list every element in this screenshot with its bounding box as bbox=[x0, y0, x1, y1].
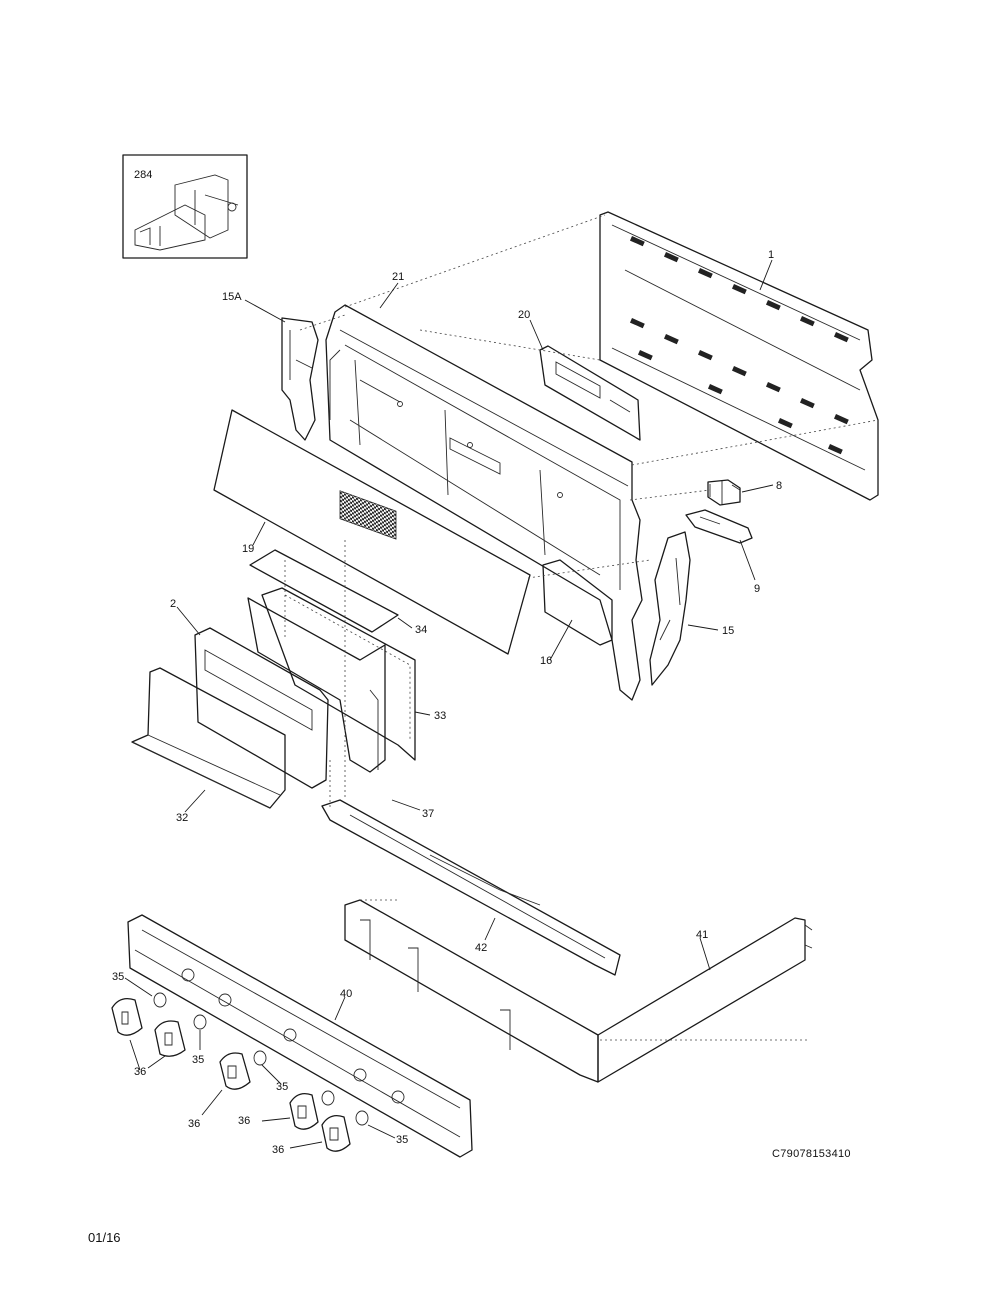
callout-2: 2 bbox=[170, 598, 176, 610]
knob-36-e bbox=[321, 1114, 351, 1152]
callout-35-b: 35 bbox=[192, 1054, 204, 1066]
part-1-rear-panel bbox=[599, 211, 879, 501]
part-15-right-endcap bbox=[649, 531, 691, 686]
callout-16: 16 bbox=[540, 655, 552, 667]
inset-part-284: 284 bbox=[122, 154, 248, 259]
callout-35-a: 35 bbox=[112, 971, 124, 983]
callout-15: 15 bbox=[722, 625, 734, 637]
callout-34: 34 bbox=[415, 624, 427, 636]
knob-36-b bbox=[154, 1020, 186, 1057]
callout-19: 19 bbox=[242, 543, 254, 555]
part-8-switch bbox=[707, 479, 741, 506]
part-9-bracket bbox=[685, 509, 753, 544]
part-21-backguard-frame bbox=[325, 304, 643, 701]
part-19-vent bbox=[339, 490, 397, 540]
page-date: 01/16 bbox=[88, 1230, 121, 1245]
part-40-manifold-panel bbox=[127, 914, 473, 1158]
knob-36-a bbox=[111, 997, 143, 1036]
callout-36-c: 36 bbox=[238, 1115, 250, 1127]
callout-1: 1 bbox=[768, 249, 774, 261]
callout-21: 21 bbox=[392, 271, 404, 283]
callout-40: 40 bbox=[340, 988, 352, 1000]
callout-9: 9 bbox=[754, 583, 760, 595]
callout-32: 32 bbox=[176, 812, 188, 824]
alignment-guides bbox=[284, 214, 879, 1041]
part-rail bbox=[344, 899, 599, 1083]
part-42-strip bbox=[321, 799, 621, 976]
callout-36-a: 36 bbox=[134, 1066, 146, 1078]
knob-36-d bbox=[289, 1092, 319, 1130]
leader-lines bbox=[124, 259, 774, 1149]
diagram-code: C79078153410 bbox=[772, 1148, 851, 1160]
callout-37: 37 bbox=[422, 808, 434, 820]
callout-35-c: 35 bbox=[276, 1081, 288, 1093]
callout-36-d: 36 bbox=[272, 1144, 284, 1156]
knob-36-c bbox=[219, 1052, 251, 1090]
callout-8: 8 bbox=[776, 480, 782, 492]
callout-42: 42 bbox=[475, 942, 487, 954]
callout-20: 20 bbox=[518, 309, 530, 321]
part-16-side-bracket bbox=[542, 559, 613, 646]
callout-41: 41 bbox=[696, 929, 708, 941]
part-19-glass-panel bbox=[213, 409, 531, 655]
bezel-35-group bbox=[153, 992, 369, 1126]
inset-label: 284 bbox=[134, 169, 152, 181]
part-20-bracket bbox=[539, 345, 641, 441]
callout-33: 33 bbox=[434, 710, 446, 722]
part-34-insulation bbox=[249, 549, 399, 633]
part-32-tray bbox=[131, 667, 286, 809]
callout-36-b: 36 bbox=[188, 1118, 200, 1130]
callout-15a: 15A bbox=[222, 291, 242, 303]
part-37-box bbox=[247, 597, 386, 773]
part-15a-left-endcap bbox=[281, 317, 319, 441]
part-2-plate bbox=[194, 627, 329, 789]
part-41-kick-panel bbox=[597, 917, 813, 1083]
part-33-insulation-board bbox=[261, 587, 416, 761]
callout-35-d: 35 bbox=[396, 1134, 408, 1146]
